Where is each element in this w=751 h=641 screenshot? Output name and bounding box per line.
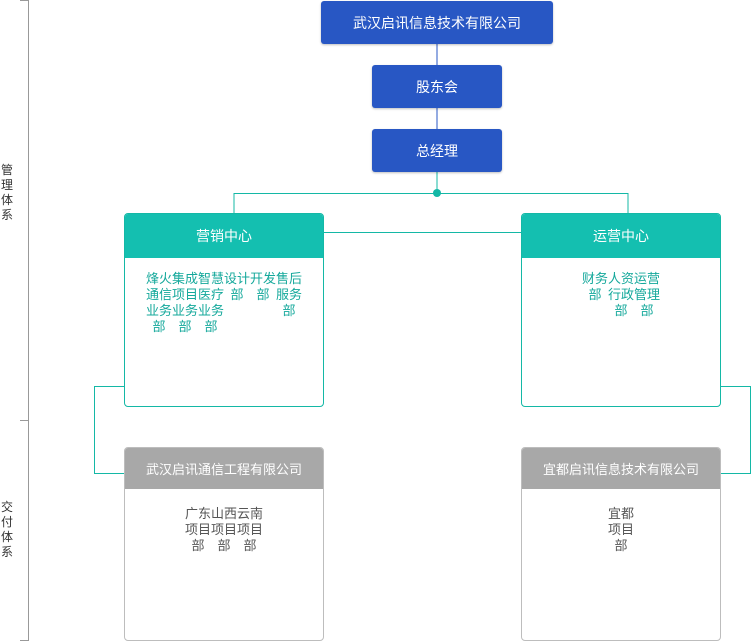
department-label: 运营管理部 <box>634 272 661 319</box>
marketing-center-title: 营销中心 <box>125 214 323 258</box>
department-label: 烽火通信业务部 <box>146 272 173 335</box>
general-manager-box: 总经理 <box>372 129 502 172</box>
department-label: 集成项目业务部 <box>172 272 199 335</box>
project-dept-label: 云南项目部 <box>237 507 264 554</box>
department-label: 设计部 <box>224 272 251 303</box>
department-label: 人资行政部 <box>608 272 635 319</box>
wuhan-engineering-card: 武汉启讯通信工程有限公司 广东项目部 山西项目部 云南项目部 <box>124 447 324 641</box>
yidu-company-title: 宜都启讯信息技术有限公司 <box>522 448 720 489</box>
project-dept-label: 宜都项目部 <box>608 507 635 554</box>
project-dept-label: 山西项目部 <box>211 507 238 554</box>
operations-center-title: 运营中心 <box>522 214 720 258</box>
yidu-company-card: 宜都启讯信息技术有限公司 宜都项目部 <box>521 447 721 641</box>
department-label: 智慧医疗业务部 <box>198 272 225 335</box>
project-dept-label: 广东项目部 <box>185 507 212 554</box>
marketing-center-card: 营销中心 烽火通信业务部 集成项目业务部 智慧医疗业务部 设计部 开发部 售后服… <box>124 213 324 407</box>
department-label: 开发部 <box>250 272 277 303</box>
company-box: 武汉启讯信息技术有限公司 <box>321 1 553 44</box>
department-label: 财务部 <box>582 272 609 303</box>
board-box: 股东会 <box>372 65 502 108</box>
delivery-system-label: 交付体系 <box>0 500 13 559</box>
operations-center-card: 运营中心 财务部 人资行政部 运营管理部 <box>521 213 721 407</box>
management-system-label: 管理体系 <box>0 163 13 222</box>
junction-dot <box>433 189 441 197</box>
department-label: 售后服务部 <box>276 272 303 319</box>
wuhan-engineering-title: 武汉启讯通信工程有限公司 <box>125 448 323 489</box>
